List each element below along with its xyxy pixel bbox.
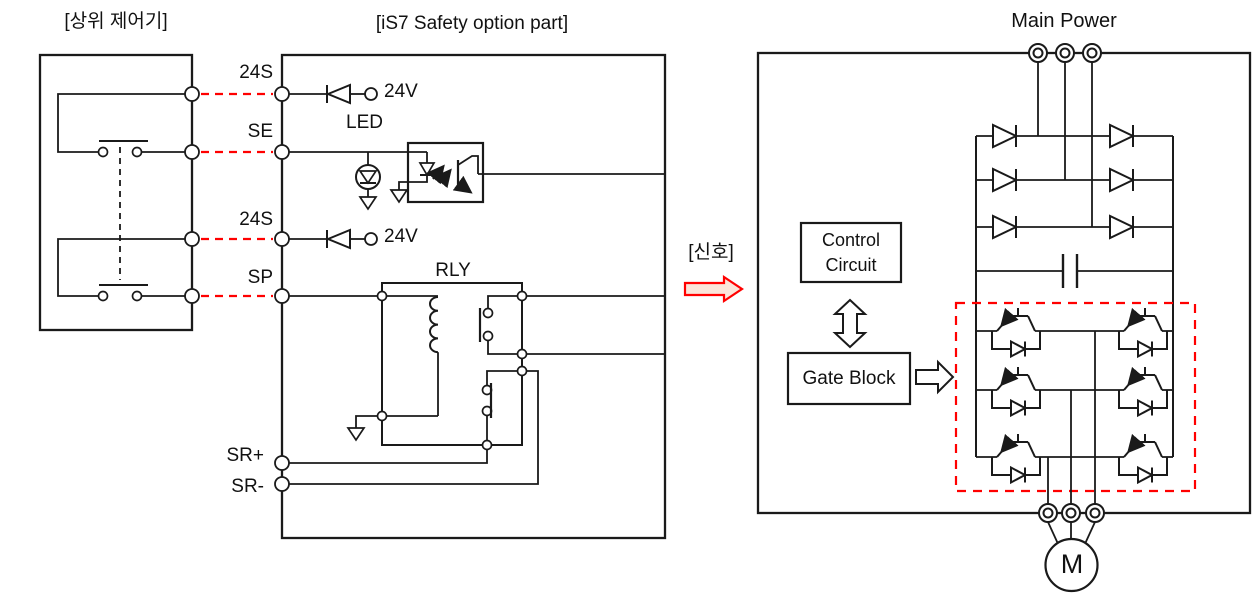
rectifier-bridge [976,123,1173,240]
ground-led [358,196,378,211]
main-power-terminals [1028,43,1102,63]
upper-controller-title: [상위 제어기] [64,11,168,32]
signal-label: [신호] [688,242,734,263]
terminal-24s-bottom [274,231,290,247]
safety-option-title: [iS7 Safety option part] [375,13,569,34]
switch2-contact-right [131,290,143,302]
control-circuit-box: Control Circuit [801,223,901,282]
light-arrow-1 [426,164,445,185]
terminal-label-24s-bottom: 24S [239,209,273,230]
terminal-sr-minus [274,476,290,492]
controller-terminal-1 [184,86,200,102]
safety-interconnect-wires [201,92,273,298]
24v-source-top [364,87,378,101]
phototransistor-emitter [452,175,473,194]
gate-block-highlight-box [954,301,1197,493]
gate-block-arrow [915,359,955,395]
ground-opto [389,189,409,204]
motor-output-terminals [1038,503,1105,523]
switch1-contact-left [97,146,109,158]
supply-diode-top [289,83,378,105]
diode-bottom [325,228,351,250]
control-circuit-rect [799,221,903,284]
24v-source-bottom [364,232,378,246]
sr-plus-wire [289,449,488,464]
signal-arrow [683,274,744,304]
switch1-contact-right [131,146,143,158]
sr-minus-wire [289,370,539,485]
light-arrow-2 [433,168,452,189]
control-circuit-line2: Circuit [825,254,877,275]
label-led: LED [346,112,383,133]
motor [1044,521,1099,593]
main-power-title: Main Power [1011,10,1117,32]
label-24v-top: 24V [384,81,418,102]
switch2-contact-left [97,290,109,302]
relay-coil [429,296,439,354]
control-circuit-line1: Control [821,229,881,250]
led-indicator [289,151,427,211]
terminal-sp [274,288,290,304]
relay [289,282,665,485]
terminal-label-sp: SP [247,267,273,288]
terminal-label-se: SE [247,121,273,142]
controller-terminal-4 [184,288,200,304]
motor-circle [1044,537,1099,593]
terminal-se [274,144,290,160]
label-rly: RLY [435,260,471,281]
opto-led [418,162,436,177]
label-24v-bottom: 24V [384,226,418,247]
terminal-label-24s-top: 24S [239,62,273,83]
terminal-label-sr-plus: SR+ [226,445,265,466]
terminal-sr-plus [274,455,290,471]
motor-label: M [1060,549,1084,579]
relay-box [381,282,523,446]
controller-terminal-2 [184,144,200,160]
terminal-24s-top [274,86,290,102]
upper-controller-box [38,53,200,332]
supply-diode-bottom [289,228,378,250]
gate-block-box: Gate Block [788,353,910,404]
terminal-label-sr-minus: SR- [231,476,264,497]
igbt-bridge [976,308,1173,504]
gate-block-label: Gate Block [802,368,896,389]
gate-block-rect [786,351,912,406]
diode-top [325,83,351,105]
control-gate-arrow [832,298,868,349]
dc-link-capacitor [976,254,1173,288]
optocoupler [389,141,665,204]
controller-terminal-3 [184,231,200,247]
ground-relay [346,427,366,442]
inverter-box [756,43,1252,593]
